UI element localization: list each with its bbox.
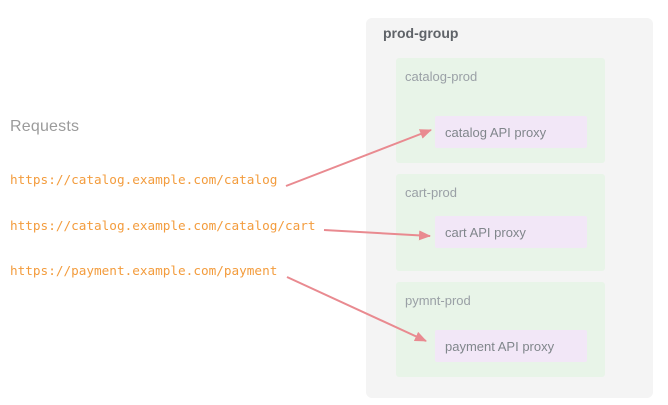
- environment-title: catalog-prod: [405, 69, 478, 84]
- requests-title: Requests: [10, 118, 80, 135]
- api-proxy-box-payment: payment API proxy: [435, 330, 587, 362]
- environment-box-pymnt-prod: pymnt-prod payment API proxy: [396, 282, 605, 377]
- request-url-catalog-cart: https://catalog.example.com/catalog/cart: [10, 218, 316, 233]
- request-url-payment: https://payment.example.com/payment: [10, 263, 278, 278]
- environment-title: cart-prod: [405, 185, 458, 200]
- api-proxy-box-cart: cart API proxy: [435, 216, 587, 248]
- env-group-title: prod-group: [383, 25, 459, 41]
- environment-title: pymnt-prod: [405, 293, 471, 308]
- env-group-box: prod-group catalog-prod catalog API prox…: [366, 18, 653, 398]
- request-url-catalog: https://catalog.example.com/catalog: [10, 172, 278, 187]
- environment-box-cart-prod: cart-prod cart API proxy: [396, 174, 605, 271]
- environment-box-catalog-prod: catalog-prod catalog API proxy: [396, 58, 605, 163]
- api-proxy-box-catalog: catalog API proxy: [435, 116, 587, 148]
